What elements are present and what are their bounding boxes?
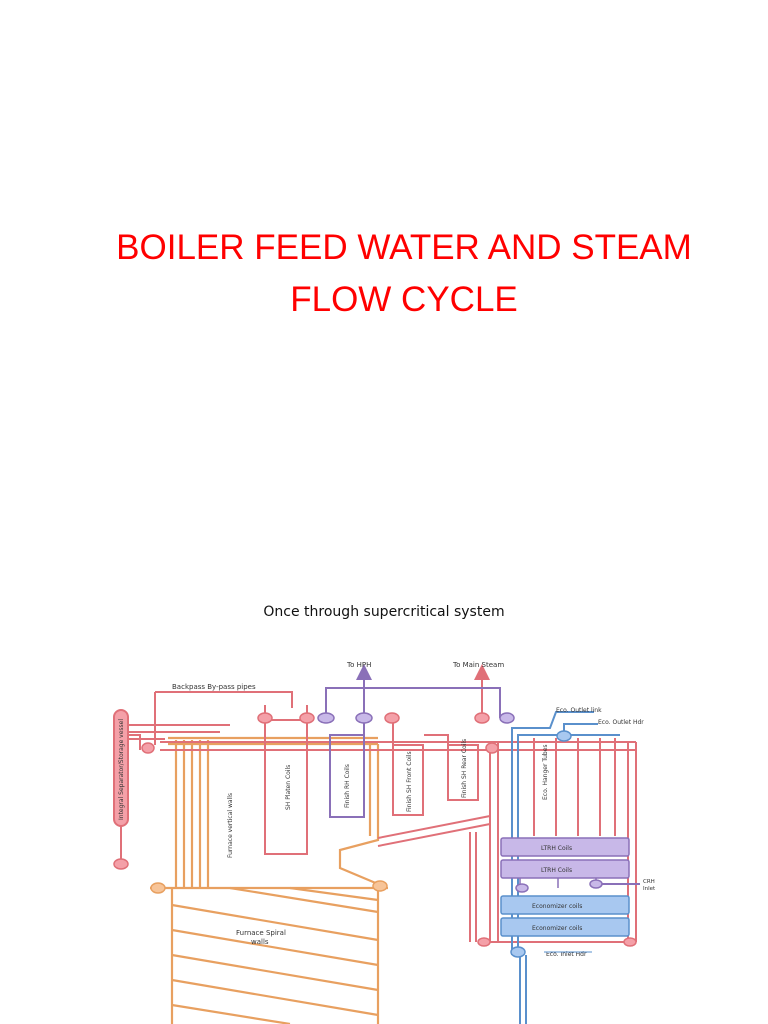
label-furnace-spiral-2: walls	[251, 938, 269, 946]
label-backpass-bypass: Backpass By-pass pipes	[172, 683, 256, 691]
label-finish-sh-front: Finish SH Front Coils	[406, 751, 413, 812]
label-economizer-2: Economizer coils	[532, 925, 582, 932]
diagram-caption: Once through supercritical system	[263, 604, 505, 620]
label-furnace-vertical: Furnace vertical walls	[227, 793, 234, 858]
separator-vessel	[113, 709, 129, 827]
label-ltrh-2: LTRH Coils	[541, 867, 572, 874]
label-eco-inlet-hdr: Eco. Inlet Hdr	[546, 951, 587, 958]
ltrh-block	[500, 837, 630, 879]
title-line-1: BOILER FEED WATER AND STEAM	[116, 228, 692, 267]
label-separator: Integral Separator/Storage vessel	[118, 719, 125, 820]
economizer-block	[500, 895, 630, 937]
reheater-circuits	[325, 664, 640, 885]
label-furnace-spiral-1: Furnace Spiral	[236, 929, 286, 937]
label-sh-platen: SH Platen Coils	[285, 765, 292, 810]
diagram-labels: To HPH To Main Steam Backpass By-pass pi…	[118, 661, 656, 958]
slide-title: BOILER FEED WATER AND STEAM FLOW CYCLE	[84, 222, 724, 326]
label-eco-outlet-hdr: Eco. Outlet Hdr	[598, 719, 644, 726]
label-finish-rh: Finish RH Coils	[344, 764, 351, 808]
label-to-hph: To HPH	[346, 661, 371, 669]
label-crh-2: Inlet	[643, 886, 656, 892]
label-economizer-1: Economizer coils	[532, 903, 582, 910]
label-eco-hanger: Eco. Hanger Tubes	[542, 744, 549, 800]
label-crh: CRH	[643, 879, 655, 885]
label-finish-sh-rear: Finish SH Rear Coils	[461, 739, 468, 798]
label-eco-outlet-link: Eco. Outlet link	[556, 707, 602, 714]
title-line-2: FLOW CYCLE	[290, 280, 518, 319]
headers	[113, 712, 637, 958]
furnace-walls	[150, 736, 388, 1024]
label-ltrh-1: LTRH Coils	[541, 845, 572, 852]
label-to-main-steam: To Main Steam	[452, 661, 504, 669]
